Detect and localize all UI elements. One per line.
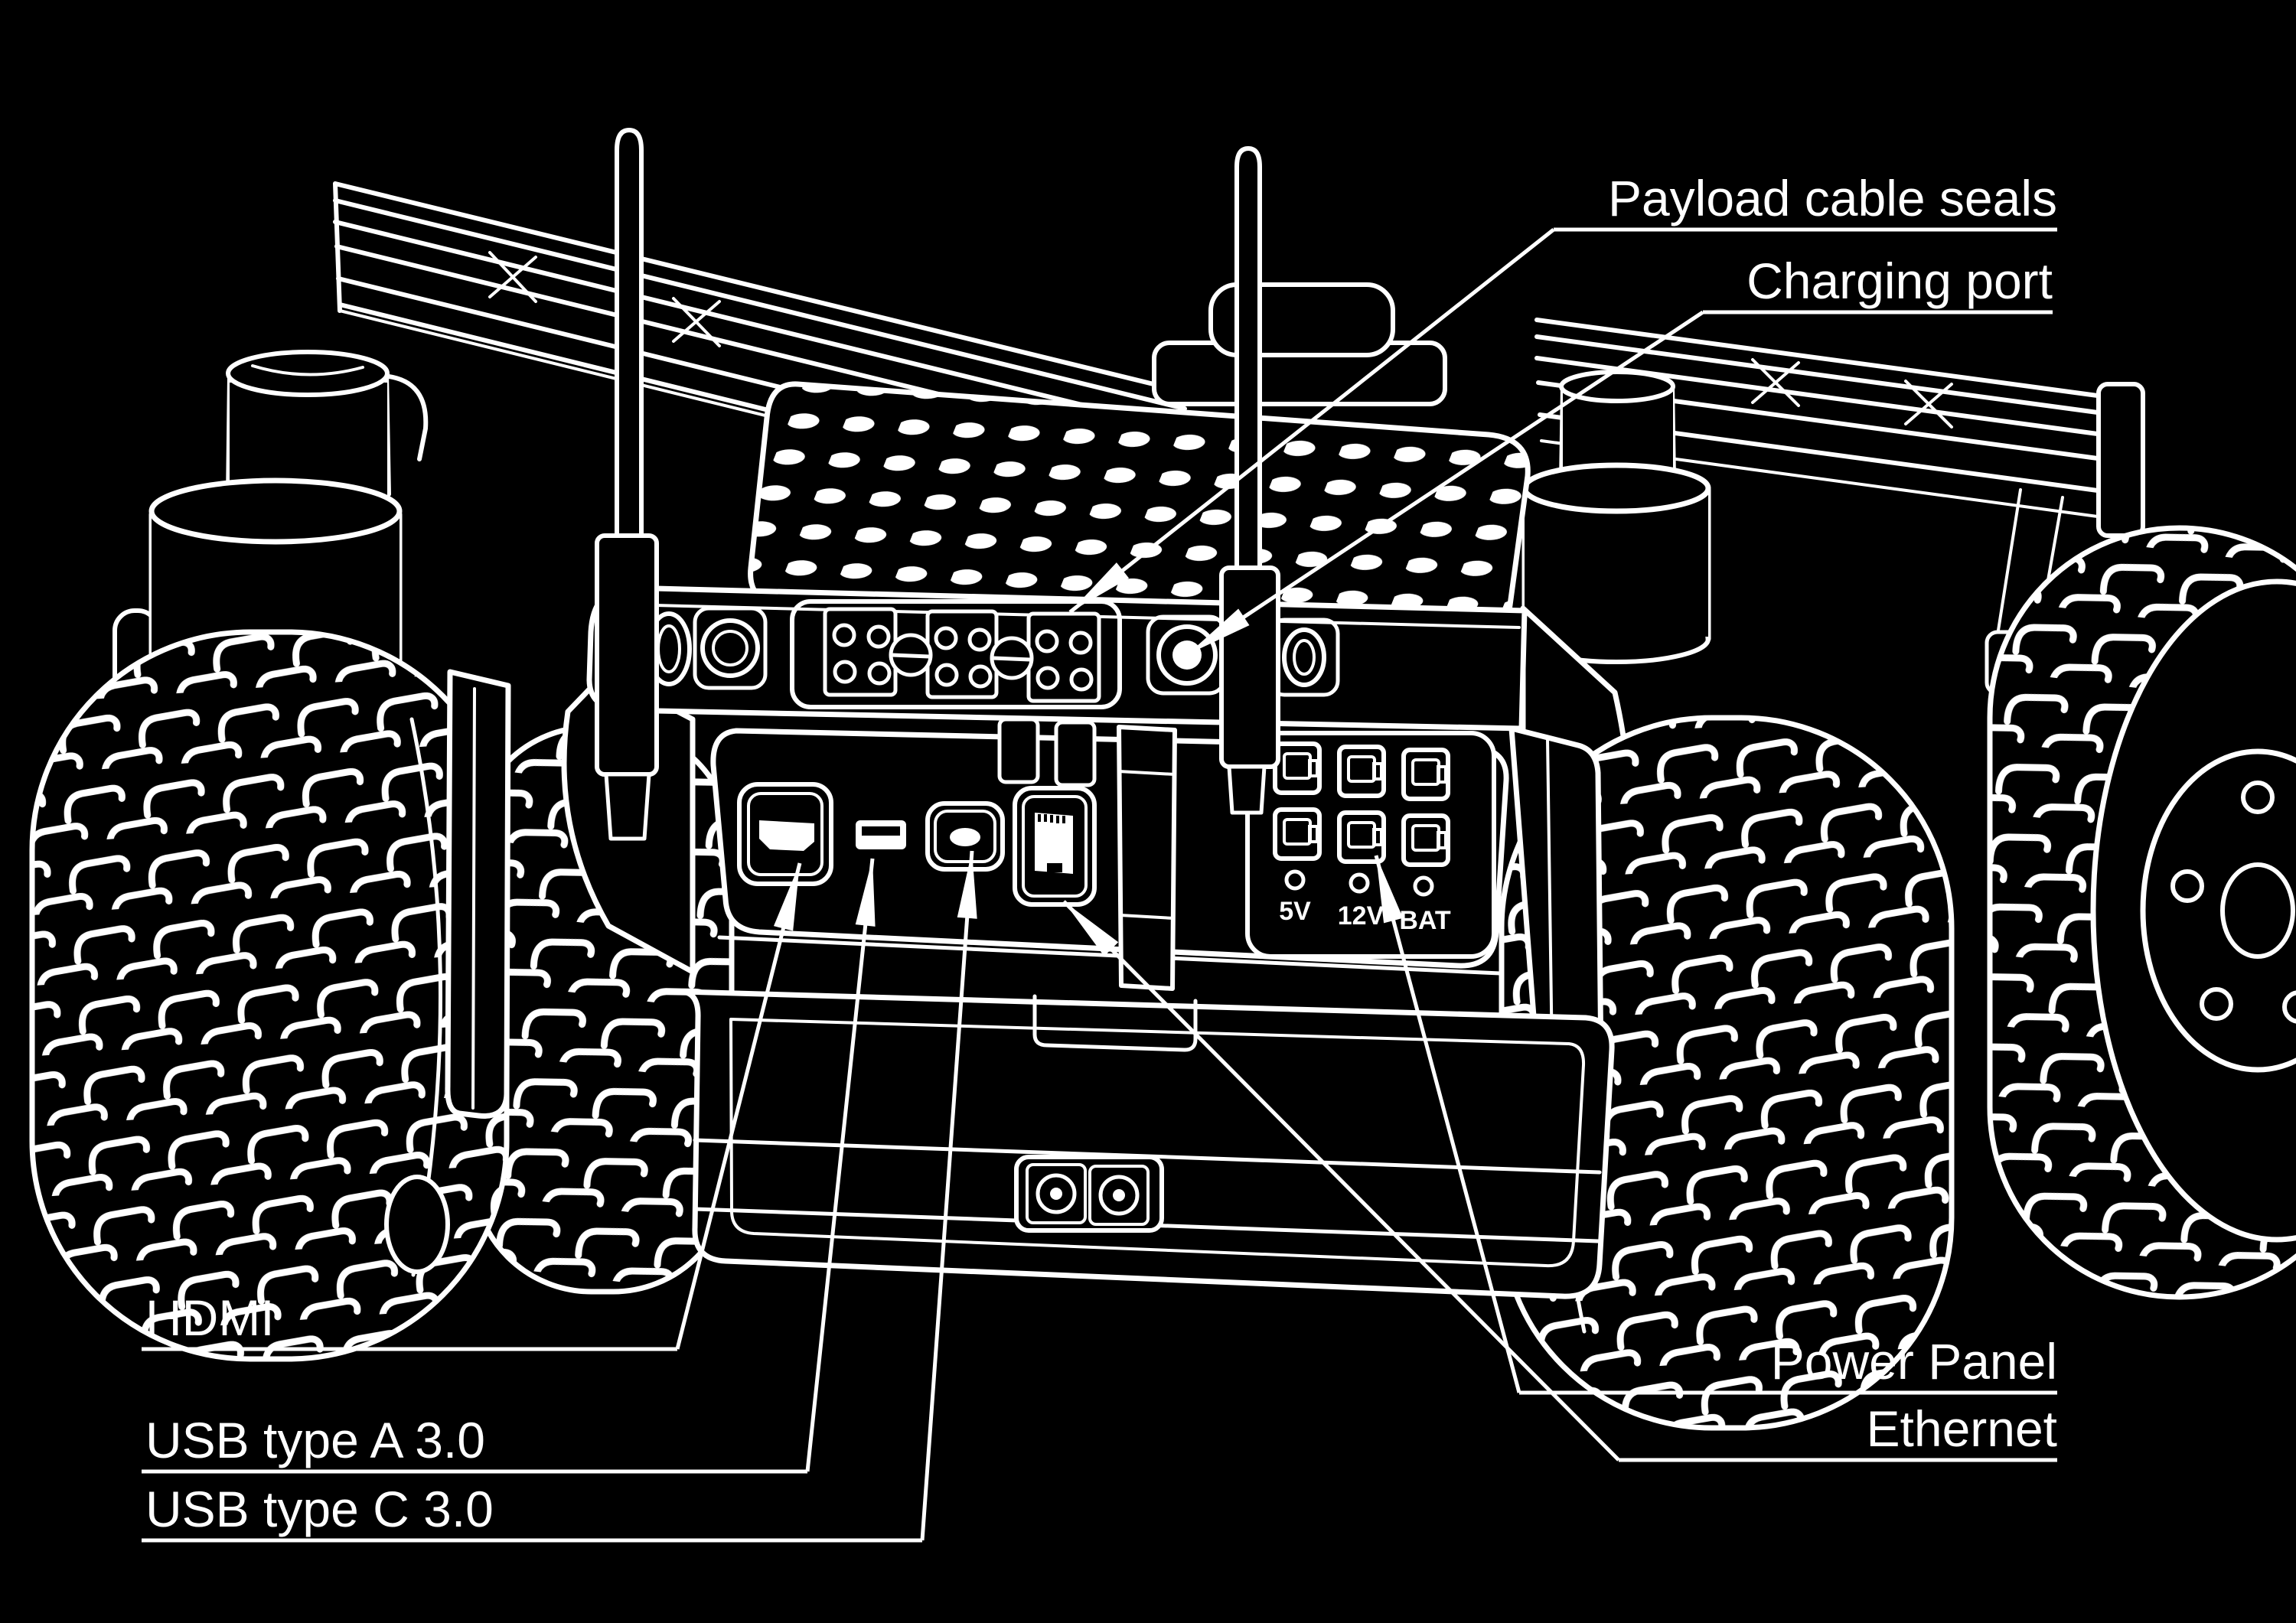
bumper-camera-bracket [1014,1155,1164,1233]
charging-port-label: Charging port [1746,253,2053,309]
callout-usb-type-c: USB type C 3.0 [142,850,982,1543]
power-panel-label-bat: BAT [1399,906,1451,935]
right-wheel-fork [1508,725,1604,1071]
payload-cable-seals-label: Payload cable seals [1608,170,2057,227]
callout-hdmi: HDMI [142,860,810,1351]
antenna-left [595,128,659,841]
wheel-rear-right-sidewall [2090,578,2296,1243]
usb-type-c-label: USB type C 3.0 [145,1481,494,1537]
right-sensor-drum [1521,462,1711,514]
wheel-rear-right-hub [2220,862,2295,959]
wheel-front-left-hub [384,1175,450,1274]
power-panel-label-5v: 5V [1279,897,1311,926]
power-panel-screw [1284,869,1306,891]
payload-connector-strip [586,585,1528,732]
power-panel-label: Power Panel [1771,1333,2057,1390]
wheel-front-left [32,632,507,1359]
hdmi-port [737,782,833,886]
top-deck [745,282,1531,673]
callout-power-panel: Power Panel [1366,852,2057,1395]
hdmi-label: HDMI [145,1289,275,1346]
callout-payload-cable-seals: Payload cable seals [1063,170,2057,621]
deck-perforations [750,383,1528,646]
usb-a-port [856,820,906,849]
callouts: Payload cable seals Charging port HDMI U… [142,170,2058,1543]
front-port-panel: 5V 12V BAT [710,725,1509,991]
right-sensor-cap [1559,370,1675,403]
power-panel-screw [1413,875,1434,897]
bumper-tab [1054,720,1097,787]
left-wheel-fork [445,669,511,1119]
power-panel-label-12v: 12V [1338,901,1384,930]
power-panel: 5V 12V BAT [1245,731,1496,959]
callout-usb-type-a: USB type A 3.0 [142,857,882,1474]
usb-c-port [925,801,1005,872]
wheel-rear-right [1990,528,2296,1297]
usb-type-a-label: USB type A 3.0 [145,1412,485,1468]
left-sensor-drum [148,477,403,545]
payload-cable-seal-plate [790,599,1122,709]
callout-ethernet: Ethernet [1056,894,2058,1462]
bumper-tab [997,717,1040,784]
ethernet-label: Ethernet [1867,1400,2058,1457]
right-sensor-assembly [1521,370,1711,664]
callout-charging-port: Charging port [1182,253,2053,663]
antenna-mount-column [1117,725,1177,991]
wheel-rear-right-rim [2140,748,2296,1073]
power-panel-screw [1349,872,1370,894]
ethernet-port [1013,786,1097,907]
seal-round-housing [693,606,768,690]
